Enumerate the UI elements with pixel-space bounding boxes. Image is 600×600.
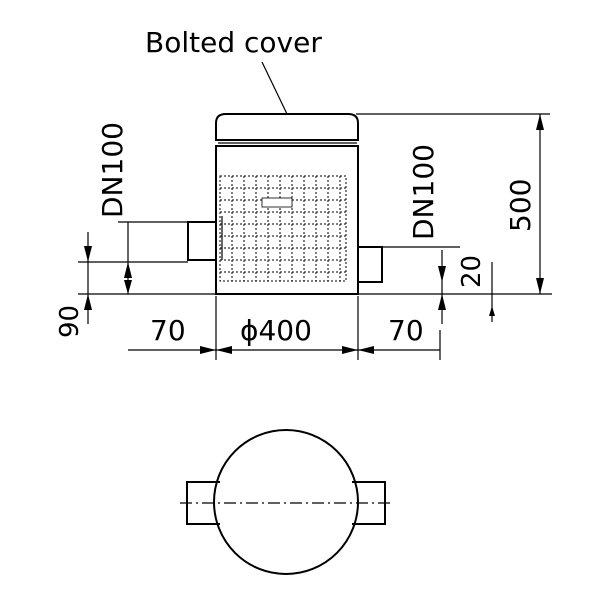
logo-mark — [261, 197, 293, 208]
inlet-pipe — [187, 221, 217, 261]
bolted-cover-label: Bolted cover — [145, 26, 322, 59]
height-500-label: 500 — [504, 179, 537, 232]
bolted-cover-leader — [261, 61, 288, 115]
bolted-cover — [215, 113, 359, 141]
plan-view — [180, 429, 394, 575]
diameter-label: ϕ400 — [240, 314, 312, 347]
right-70-label: 70 — [388, 314, 424, 347]
dn100-right-label: DN100 — [407, 144, 440, 240]
outlet-pipe — [357, 246, 383, 283]
left-70-label: 70 — [150, 314, 186, 347]
filter-grid — [219, 175, 347, 282]
dimensions — [78, 113, 552, 360]
plan-circle — [213, 429, 359, 575]
offset-20-label: 20 — [457, 255, 487, 288]
dn100-left-label: DN100 — [96, 122, 129, 218]
elevation-view — [187, 113, 383, 295]
height-90-label: 90 — [55, 305, 85, 338]
